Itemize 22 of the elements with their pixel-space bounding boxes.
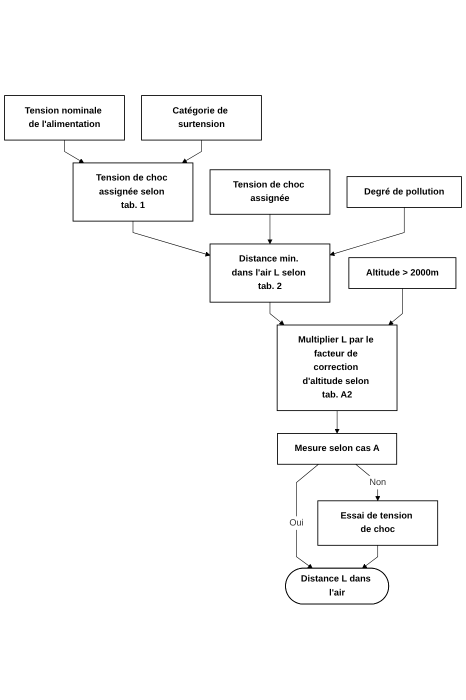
node-box: Catégorie de surtension — [141, 95, 262, 141]
arrow — [296, 464, 319, 569]
arrow — [182, 140, 202, 164]
node-box: Essai de tension de choc — [317, 500, 438, 546]
node-box: Tension de choc assignée selon tab. 1 — [72, 162, 194, 222]
node-box: Mesure selon cas A — [277, 433, 398, 465]
arrow — [267, 214, 272, 244]
arrow — [362, 545, 378, 569]
arrow — [388, 288, 403, 326]
arrow — [334, 410, 340, 434]
node-box: Multiplier L par le facteur de correction d'altitude selon tab. A2 — [276, 324, 398, 412]
node-box: Distance min. dans l'air L selon tab. 2 — [210, 244, 330, 303]
arrow — [132, 221, 210, 257]
node-box: Tension de choc assignée — [210, 170, 330, 215]
arrow — [270, 302, 284, 326]
arrow — [330, 207, 405, 256]
edge-label: Oui — [289, 518, 304, 528]
arrow — [64, 140, 84, 164]
node-box: Altitude > 2000m — [348, 257, 456, 290]
node-box: Tension nominale de l'alimentation — [4, 95, 125, 141]
node-box: Degré de pollution — [346, 176, 462, 208]
edge-label: Non — [369, 478, 386, 488]
